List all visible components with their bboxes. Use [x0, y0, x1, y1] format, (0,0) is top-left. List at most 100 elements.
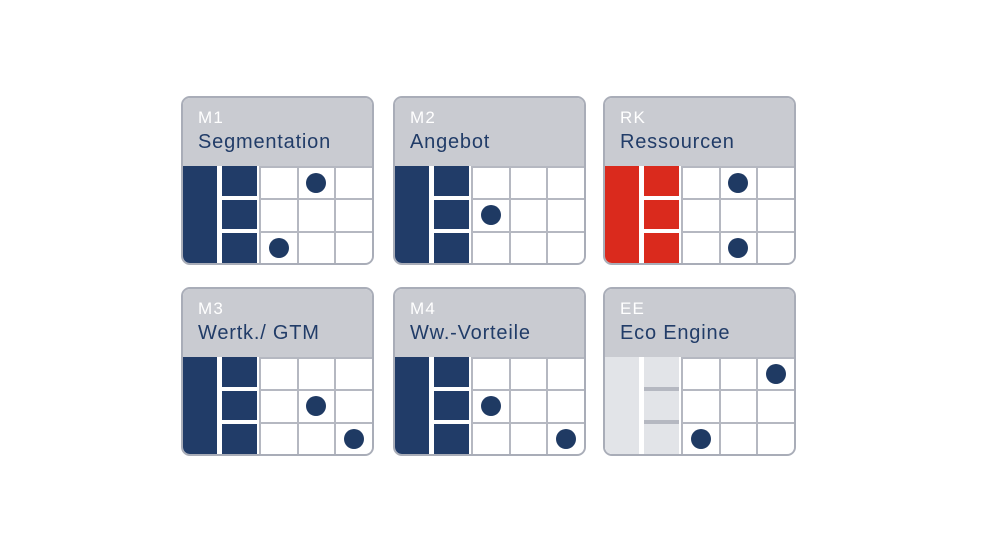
filled-cell [222, 166, 257, 196]
matrix-cell [720, 359, 757, 390]
status-dot [766, 364, 787, 385]
mini-matrix [605, 166, 794, 263]
card-title: Angebot [410, 131, 491, 153]
status-dot [556, 428, 577, 449]
card-header: M2 Angebot [395, 98, 584, 166]
matrix-cell [261, 200, 297, 231]
card-header: M4 Ww.-Vorteile [395, 289, 584, 357]
status-dot [728, 237, 749, 258]
filled-cell [434, 233, 469, 263]
matrix-cell [720, 200, 757, 231]
matrix-cell [336, 232, 372, 263]
filled-cell [434, 357, 469, 387]
mini-matrix [605, 357, 794, 454]
filled-cell [644, 424, 679, 454]
filled-cell [434, 390, 469, 421]
matrix-cell [473, 232, 509, 263]
filled-cell [222, 357, 257, 387]
matrix-cell [473, 200, 509, 231]
filled-cell [644, 166, 679, 196]
matrix-cell [298, 168, 335, 199]
matrix-cell [510, 168, 547, 199]
status-dot [306, 173, 327, 194]
filled-cell [222, 199, 257, 230]
matrix-cell [298, 232, 335, 263]
card-header: EE Eco Engine [605, 289, 794, 357]
filled-cell-column [644, 357, 679, 454]
matrix-cell [683, 359, 719, 390]
filled-column-bar [395, 357, 429, 454]
card-code: M1 [198, 108, 225, 127]
matrix-cell [683, 168, 719, 199]
matrix-cell [548, 232, 584, 263]
status-dot [480, 396, 501, 417]
card-header: M3 Wertk./ GTM [183, 289, 372, 357]
matrix-cell [336, 168, 372, 199]
filled-cell [644, 357, 679, 387]
matrix-cell [683, 232, 719, 263]
matrix-cell [758, 359, 794, 390]
matrix-cell [336, 200, 372, 231]
filled-cell [222, 424, 257, 454]
filled-cell [434, 166, 469, 196]
matrix-cell [720, 232, 757, 263]
matrix-cell [720, 168, 757, 199]
card-code: RK [620, 108, 647, 127]
filled-cell [434, 424, 469, 454]
matrix-cell [510, 359, 547, 390]
matrix-cell [758, 200, 794, 231]
matrix-cell [548, 359, 584, 390]
filled-column-bar [183, 166, 217, 263]
matrix-cell [683, 423, 719, 454]
matrix-cell [548, 168, 584, 199]
filled-cell [434, 199, 469, 230]
matrix-cell [473, 359, 509, 390]
matrix-cells [471, 166, 584, 263]
matrix-cell [298, 200, 335, 231]
matrix-cell [548, 391, 584, 422]
filled-column-bar [183, 357, 217, 454]
matrix-cell [720, 391, 757, 422]
matrix-cell [261, 391, 297, 422]
module-card-m2: M2 Angebot [393, 96, 586, 265]
matrix-cell [261, 168, 297, 199]
matrix-cell [758, 391, 794, 422]
mini-matrix [395, 166, 584, 263]
module-card-m4: M4 Ww.-Vorteile [393, 287, 586, 456]
matrix-cell [473, 423, 509, 454]
module-card-ee: EE Eco Engine [603, 287, 796, 456]
matrix-cell [758, 423, 794, 454]
matrix-cell [548, 423, 584, 454]
status-dot [268, 237, 289, 258]
card-code: M4 [410, 299, 437, 318]
filled-cell [644, 233, 679, 263]
card-title: Wertk./ GTM [198, 322, 320, 344]
status-dot [480, 205, 501, 226]
mini-matrix [183, 166, 372, 263]
filled-cell-column [434, 357, 469, 454]
matrix-cell [758, 232, 794, 263]
matrix-cells [259, 166, 372, 263]
filled-cell [644, 390, 679, 421]
status-dot [728, 173, 749, 194]
card-code: M3 [198, 299, 225, 318]
mini-matrix [183, 357, 372, 454]
filled-cell-column [222, 357, 257, 454]
matrix-cells [681, 166, 794, 263]
matrix-cell [298, 423, 335, 454]
card-header: RK Ressourcen [605, 98, 794, 166]
matrix-cell [298, 359, 335, 390]
card-header: M1 Segmentation [183, 98, 372, 166]
filled-cell [222, 390, 257, 421]
filled-cell-column [434, 166, 469, 263]
card-title: Eco Engine [620, 322, 731, 344]
card-title: Ww.-Vorteile [410, 322, 531, 344]
matrix-cells [471, 357, 584, 454]
matrix-cell [510, 232, 547, 263]
matrix-cell [473, 168, 509, 199]
matrix-cell [336, 391, 372, 422]
module-card-rk: RK Ressourcen [603, 96, 796, 265]
filled-cell-column [644, 166, 679, 263]
card-title: Ressourcen [620, 131, 735, 153]
